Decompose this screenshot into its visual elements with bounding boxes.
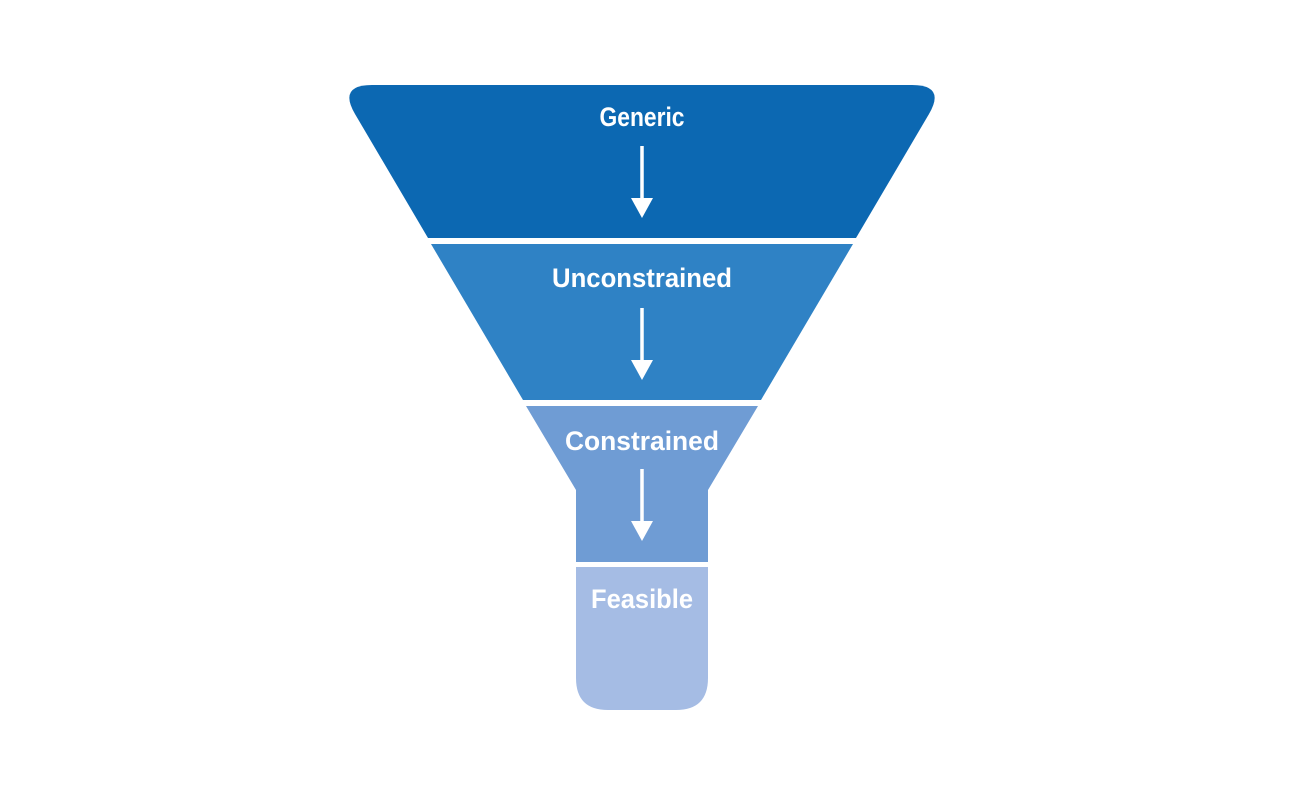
funnel-stage-feasible-shape xyxy=(576,567,708,710)
stage-label-constrained: Constrained xyxy=(565,426,719,456)
stage-label-unconstrained: Unconstrained xyxy=(552,263,732,293)
stage-label-feasible: Feasible xyxy=(591,584,693,614)
down-arrow-icon xyxy=(631,469,653,541)
down-arrow-icon xyxy=(631,146,653,218)
down-arrow-icon xyxy=(631,308,653,380)
stage-label-generic: Generic xyxy=(600,102,685,132)
